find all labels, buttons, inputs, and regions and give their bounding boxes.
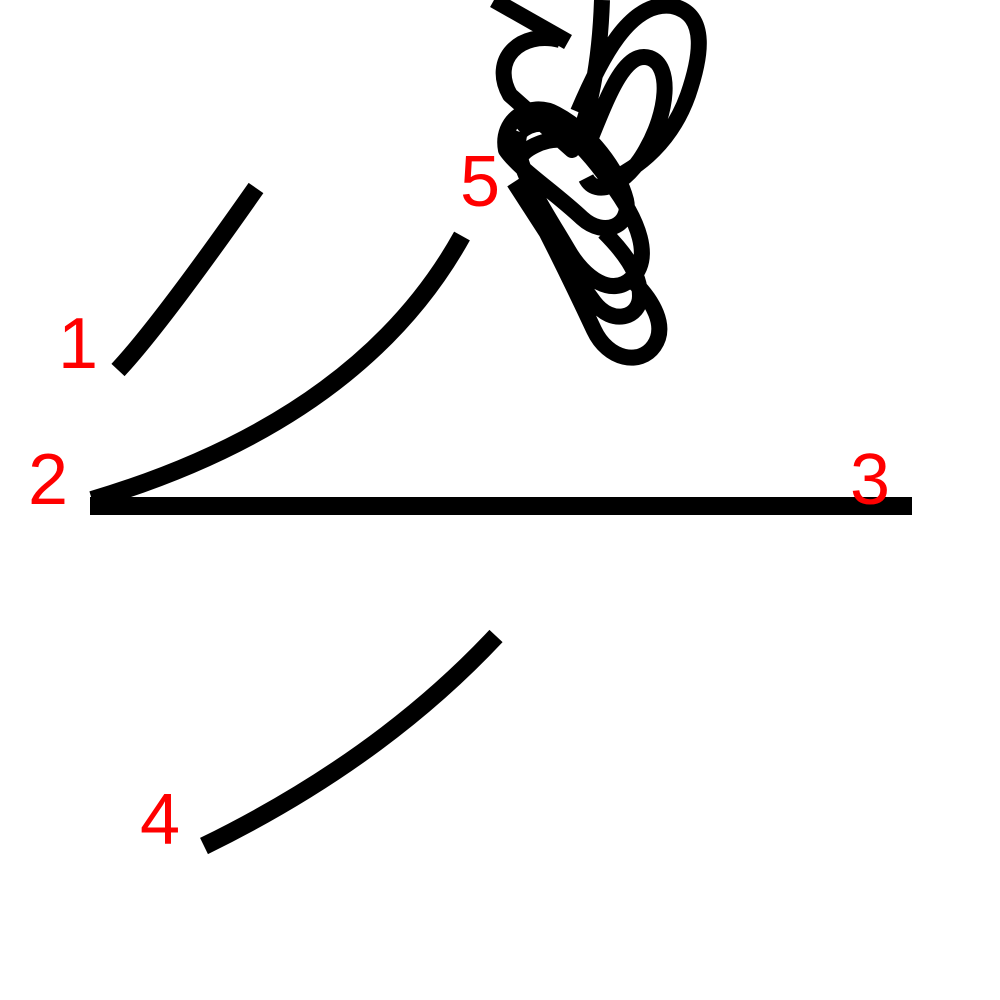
- label-2: 2: [28, 440, 68, 520]
- label-4: 4: [140, 780, 180, 860]
- stroke-1: [111, 182, 264, 377]
- stroke-4: [200, 629, 503, 855]
- label-5: 5: [460, 142, 500, 222]
- stroke-5-scribble: [490, 0, 707, 366]
- label-3: 3: [850, 440, 890, 520]
- stroke-5-loops: [495, 0, 707, 366]
- label-1: 1: [58, 304, 98, 384]
- stroke-2: [89, 231, 470, 509]
